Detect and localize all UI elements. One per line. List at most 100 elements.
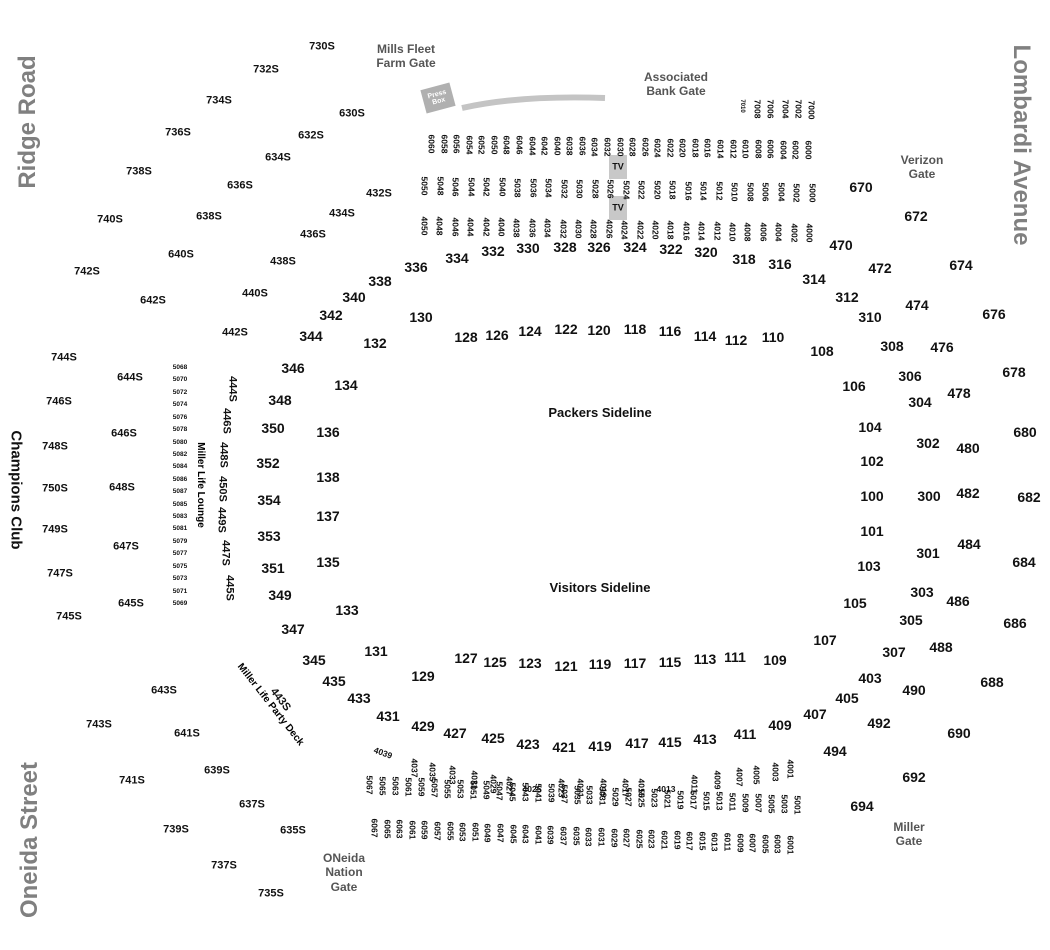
section-636S[interactable]: 636S [227,179,253,192]
section-405[interactable]: 405 [835,690,859,706]
section-6054[interactable]: 6054 [463,135,474,155]
section-634S[interactable]: 634S [265,151,291,164]
section-334[interactable]: 334 [445,250,469,266]
section-107[interactable]: 107 [813,632,837,648]
section-112[interactable]: 112 [724,332,748,348]
section-6067[interactable]: 6067 [369,818,380,838]
section-5012[interactable]: 5012 [714,181,725,201]
section-5010[interactable]: 5010 [729,182,740,202]
section-305[interactable]: 305 [899,612,923,628]
section-4005[interactable]: 4005 [751,765,762,785]
section-132[interactable]: 132 [363,335,387,351]
section-6043[interactable]: 6043 [520,824,531,844]
section-318[interactable]: 318 [732,251,756,267]
section-436S[interactable]: 436S [300,228,326,241]
section-4046[interactable]: 4046 [450,217,461,237]
section-647S[interactable]: 647S [113,540,139,553]
section-6055[interactable]: 6055 [444,821,455,841]
section-138[interactable]: 138 [316,469,340,485]
section-6045[interactable]: 6045 [507,824,518,844]
section-4022[interactable]: 4022 [634,220,645,240]
section-303[interactable]: 303 [910,584,934,600]
section-6027[interactable]: 6027 [621,828,632,848]
section-5071[interactable]: 5071 [172,587,188,595]
section-490[interactable]: 490 [902,682,926,698]
section-5015[interactable]: 5015 [701,791,712,811]
section-4036[interactable]: 4036 [527,218,538,238]
section-638S[interactable]: 638S [196,210,222,223]
section-6016[interactable]: 6016 [702,138,713,158]
section-6007[interactable]: 6007 [747,833,758,853]
section-7002[interactable]: 7002 [793,99,804,119]
section-308[interactable]: 308 [880,338,904,354]
section-6012[interactable]: 6012 [727,139,738,159]
section-6053[interactable]: 6053 [457,822,468,842]
section-423[interactable]: 423 [516,736,540,752]
section-113[interactable]: 113 [693,651,717,667]
section-6014[interactable]: 6014 [715,139,726,159]
section-743S[interactable]: 743S [86,718,112,731]
section-5079[interactable]: 5079 [172,537,188,545]
section-6037[interactable]: 6037 [558,826,569,846]
section-745S[interactable]: 745S [56,610,82,623]
section-6021[interactable]: 6021 [659,830,670,850]
section-435[interactable]: 435 [322,673,346,689]
section-442S[interactable]: 442S [222,326,248,339]
section-130[interactable]: 130 [409,309,433,325]
section-5021[interactable]: 5021 [662,789,673,809]
section-5026[interactable]: 5026 [605,179,616,199]
section-5048[interactable]: 5048 [434,176,445,196]
section-126[interactable]: 126 [485,327,509,343]
section-472[interactable]: 472 [868,260,892,276]
section-6058[interactable]: 6058 [438,134,449,154]
section-5072[interactable]: 5072 [172,388,188,396]
section-115[interactable]: 115 [658,654,682,670]
section-425[interactable]: 425 [481,730,505,746]
section-5069[interactable]: 5069 [172,599,188,607]
section-438S[interactable]: 438S [270,255,296,268]
section-6023[interactable]: 6023 [646,829,657,849]
section-342[interactable]: 342 [319,307,343,323]
section-5005[interactable]: 5005 [766,794,777,814]
section-6004[interactable]: 6004 [778,140,789,160]
section-332[interactable]: 332 [481,243,505,259]
section-4000[interactable]: 4000 [804,223,815,243]
section-137[interactable]: 137 [316,508,340,524]
section-314[interactable]: 314 [802,271,826,287]
section-4030[interactable]: 4030 [573,219,584,239]
section-4003[interactable]: 4003 [770,762,781,782]
section-350[interactable]: 350 [261,420,285,436]
section-125[interactable]: 125 [483,654,507,670]
section-7006[interactable]: 7006 [765,99,776,119]
section-680[interactable]: 680 [1013,424,1037,440]
section-136[interactable]: 136 [316,424,340,440]
section-5016[interactable]: 5016 [683,181,694,201]
section-5042[interactable]: 5042 [481,177,492,197]
section-4008[interactable]: 4008 [742,222,753,242]
section-5009[interactable]: 5009 [740,793,751,813]
section-427[interactable]: 427 [443,725,467,741]
section-6002[interactable]: 6002 [790,140,801,160]
section-447S[interactable]: 447S [219,540,232,566]
section-6065[interactable]: 6065 [381,819,392,838]
section-5043[interactable]: 5043 [519,782,530,802]
section-6039[interactable]: 6039 [545,825,556,845]
section-478[interactable]: 478 [947,385,971,401]
section-6003[interactable]: 6003 [772,835,783,854]
section-747S[interactable]: 747S [47,567,73,580]
section-732S[interactable]: 732S [253,63,279,76]
section-5087[interactable]: 5087 [172,487,188,495]
section-6005[interactable]: 6005 [760,834,771,854]
section-5068[interactable]: 5068 [172,363,188,371]
section-482[interactable]: 482 [956,485,980,501]
section-688[interactable]: 688 [980,674,1004,690]
section-6034[interactable]: 6034 [589,137,600,157]
section-6040[interactable]: 6040 [551,136,562,156]
section-5032[interactable]: 5032 [558,179,569,198]
section-643S[interactable]: 643S [151,684,177,697]
section-6031[interactable]: 6031 [596,827,607,847]
section-637S[interactable]: 637S [239,798,265,811]
section-740S[interactable]: 740S [97,213,123,226]
section-6032[interactable]: 6032 [602,137,613,157]
section-641S[interactable]: 641S [174,727,200,740]
